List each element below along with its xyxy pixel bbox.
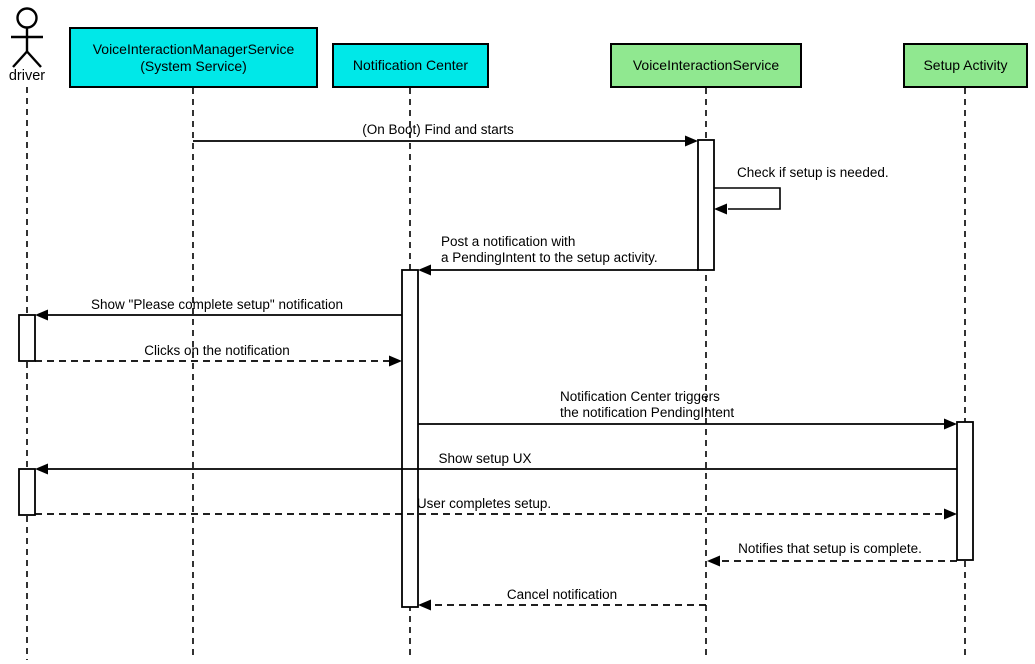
participant-box-vims: VoiceInteractionManagerService (System S… xyxy=(69,27,318,88)
message-label-on-boot-find-and-starts: (On Boot) Find and starts xyxy=(362,122,514,137)
message-line: Post a notification with xyxy=(441,234,576,249)
message-line: Notification Center triggers xyxy=(560,389,720,404)
activation-bar-driver-1 xyxy=(18,314,36,362)
participant-label: (System Service) xyxy=(140,57,247,74)
message-label-notifies-setup-complete: Notifies that setup is complete. xyxy=(738,541,922,556)
arrowhead-left-icon xyxy=(714,203,727,215)
arrowhead-left-icon xyxy=(35,309,48,321)
arrowhead-left-icon xyxy=(35,463,48,475)
actor-figure-icon xyxy=(11,7,43,68)
message-line: a PendingIntent to the setup activity. xyxy=(441,250,658,265)
arrowhead-right-icon xyxy=(685,135,698,147)
participant-label: Setup Activity xyxy=(923,57,1008,73)
activation-bar-setup-activity xyxy=(956,421,974,561)
arrowhead-right-icon xyxy=(944,418,957,430)
participant-label: VoiceInteractionService xyxy=(632,57,780,73)
activation-bar-notification-center xyxy=(401,269,419,608)
arrowhead-left-icon xyxy=(418,599,431,611)
arrowhead-left-icon xyxy=(707,555,720,567)
message-label-check-if-setup-needed: Check if setup is needed. xyxy=(737,165,889,180)
arrowhead-right-icon xyxy=(944,508,957,520)
message-label-triggers-pendingintent: Notification Center triggers the notific… xyxy=(560,389,734,421)
participant-label: Notification Center xyxy=(352,57,469,73)
actor-leg-left xyxy=(12,50,28,68)
participant-box-voice-interaction-service: VoiceInteractionService xyxy=(610,43,802,88)
actor-label-driver: driver xyxy=(8,68,46,84)
actor-head xyxy=(16,7,38,29)
participant-label: VoiceInteractionManagerService xyxy=(92,40,295,57)
message-label-post-notification: Post a notification with a PendingIntent… xyxy=(441,234,658,266)
activation-bar-voice-interaction-service xyxy=(697,139,715,271)
actor-leg-right xyxy=(26,50,42,68)
participant-box-setup-activity: Setup Activity xyxy=(903,43,1028,88)
message-label-user-completes-setup: User completes setup. xyxy=(416,496,552,511)
message-label-show-setup-notification: Show "Please complete setup" notificatio… xyxy=(91,297,343,312)
message-line: the notification PendingIntent xyxy=(560,405,735,420)
activation-bar-driver-2 xyxy=(18,468,36,516)
arrowhead-left-icon xyxy=(418,264,431,276)
participant-box-notification-center: Notification Center xyxy=(332,43,489,88)
message-label-clicks-notification: Clicks on the notification xyxy=(144,343,290,358)
message-label-show-setup-ux: Show setup UX xyxy=(438,451,532,466)
arrowhead-right-icon xyxy=(389,355,402,367)
arrow-check-if-setup-needed xyxy=(714,187,781,210)
message-label-cancel-notification: Cancel notification xyxy=(506,587,618,602)
